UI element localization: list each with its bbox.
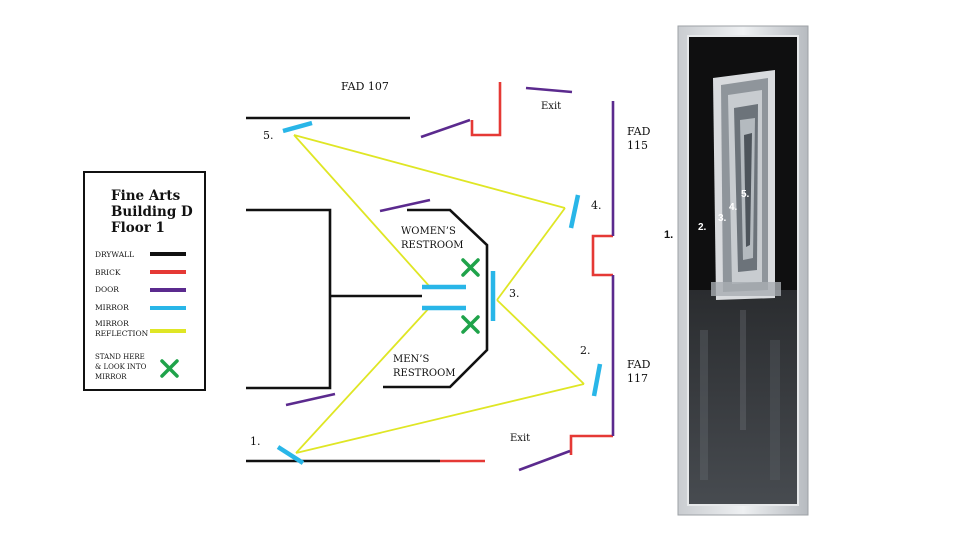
photo-label-4: 4. bbox=[729, 202, 738, 213]
legend-title: Fine Arts Building D Floor 1 bbox=[111, 188, 197, 236]
exit-label-top: Exit bbox=[541, 101, 561, 112]
exit-label-bottom: Exit bbox=[510, 433, 530, 444]
room-label-fad107: FAD 107 bbox=[341, 80, 389, 93]
mirror-5 bbox=[282, 120, 313, 134]
photo-label-1: 1. bbox=[664, 229, 673, 241]
x-mark-icon bbox=[461, 258, 480, 277]
mirror-photo bbox=[677, 25, 809, 516]
room-label-fad117: FAD 117 bbox=[627, 358, 654, 385]
x-mark-icon bbox=[461, 315, 480, 334]
photo-label-5: 5. bbox=[741, 189, 750, 200]
legend-label-door: DOOR bbox=[95, 285, 119, 294]
brick-walls bbox=[440, 82, 613, 463]
legend-box bbox=[83, 171, 206, 391]
mirror-label-3: 3. bbox=[509, 287, 520, 300]
x-mark-icon bbox=[160, 359, 179, 378]
photo-label-3: 3. bbox=[718, 213, 727, 224]
mirror-4 bbox=[568, 194, 581, 229]
room-label-womens-restroom: WOMEN’S RESTROOM bbox=[401, 226, 464, 251]
mirror-label-2: 2. bbox=[580, 344, 591, 357]
mirror-label-1: 1. bbox=[250, 435, 261, 448]
room-label-fad115: FAD 115 bbox=[627, 125, 654, 152]
mirrors bbox=[276, 120, 603, 465]
mirror-1 bbox=[276, 445, 305, 465]
legend-label-mirror: MIRROR bbox=[95, 303, 129, 312]
legend-label-drywall: DRYWALL bbox=[95, 250, 134, 259]
photo-label-2: 2. bbox=[698, 222, 707, 233]
legend-label-stand: STAND HERE & LOOK INTO MIRROR bbox=[95, 353, 149, 381]
mirror-2 bbox=[591, 363, 603, 397]
mirror-label-4: 4. bbox=[591, 199, 602, 212]
drywall-walls bbox=[246, 116, 489, 463]
mirror-label-5: 5. bbox=[263, 129, 274, 142]
legend-label-brick: BRICK bbox=[95, 268, 121, 277]
legend: Fine Arts Building D Floor 1 DRYWALL BRI… bbox=[83, 171, 206, 391]
doors bbox=[285, 86, 615, 472]
reflection-path bbox=[293, 134, 585, 454]
room-label-mens-restroom: MEN’S RESTROOM bbox=[393, 354, 456, 379]
legend-label-reflection: MIRROR REFLECTION bbox=[95, 319, 149, 338]
